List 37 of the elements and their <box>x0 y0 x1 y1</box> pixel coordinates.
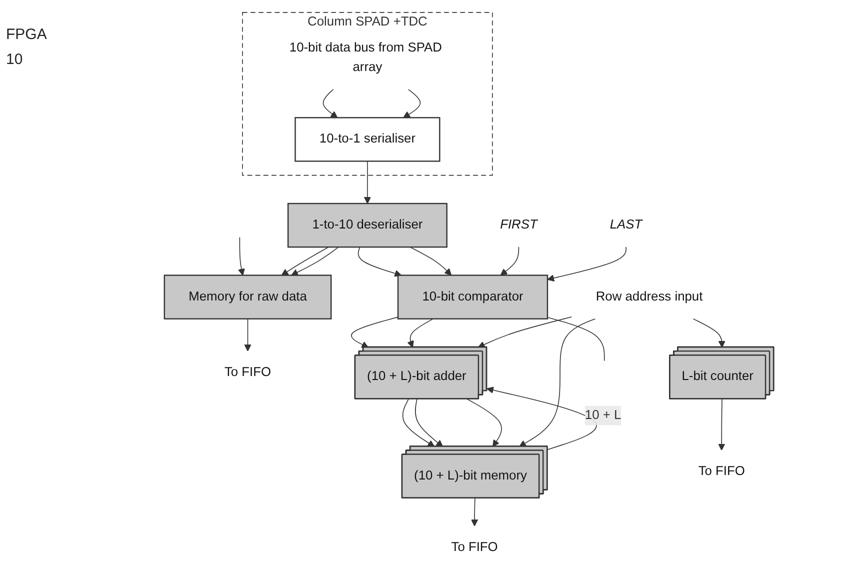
node-box: 10-bit comparator <box>397 274 548 320</box>
arrow <box>238 236 245 276</box>
arrow <box>718 398 726 451</box>
arrow <box>486 386 597 450</box>
arrow <box>364 160 371 204</box>
edge-label: 10 + L <box>584 408 622 422</box>
arrow <box>281 246 330 276</box>
arrow <box>403 89 421 118</box>
arrow <box>478 316 572 348</box>
node-box: 1-to-10 deserialiser <box>287 202 448 248</box>
node-text: To FIFO <box>698 464 745 478</box>
region-label: FPGA <box>6 26 47 43</box>
arrow <box>519 318 596 447</box>
node-text: To FIFO <box>224 366 272 380</box>
arrow <box>402 398 435 447</box>
node-text: 10-bit data bus from SPAD array <box>289 41 442 74</box>
arrow <box>414 398 444 447</box>
node-text: FIRST <box>500 218 538 232</box>
arrow <box>692 318 726 348</box>
node-box: Memory for raw data <box>164 274 332 320</box>
arrow <box>410 246 452 276</box>
node-box: 10-to-1 serialiser <box>294 117 440 162</box>
node-text: Row address input <box>596 290 703 304</box>
region-label: 10 <box>6 51 23 68</box>
arrow <box>358 246 402 277</box>
arrow <box>351 316 398 348</box>
node-text: To FIFO <box>451 540 498 554</box>
connector <box>547 317 605 362</box>
arrow <box>244 318 252 352</box>
arrow <box>500 246 520 276</box>
arrow <box>291 246 339 276</box>
arrow <box>407 318 434 348</box>
arrow <box>322 89 338 118</box>
arrow <box>471 498 478 526</box>
node-text: LAST <box>610 218 642 232</box>
arrow <box>466 398 502 447</box>
arrow <box>547 246 626 282</box>
